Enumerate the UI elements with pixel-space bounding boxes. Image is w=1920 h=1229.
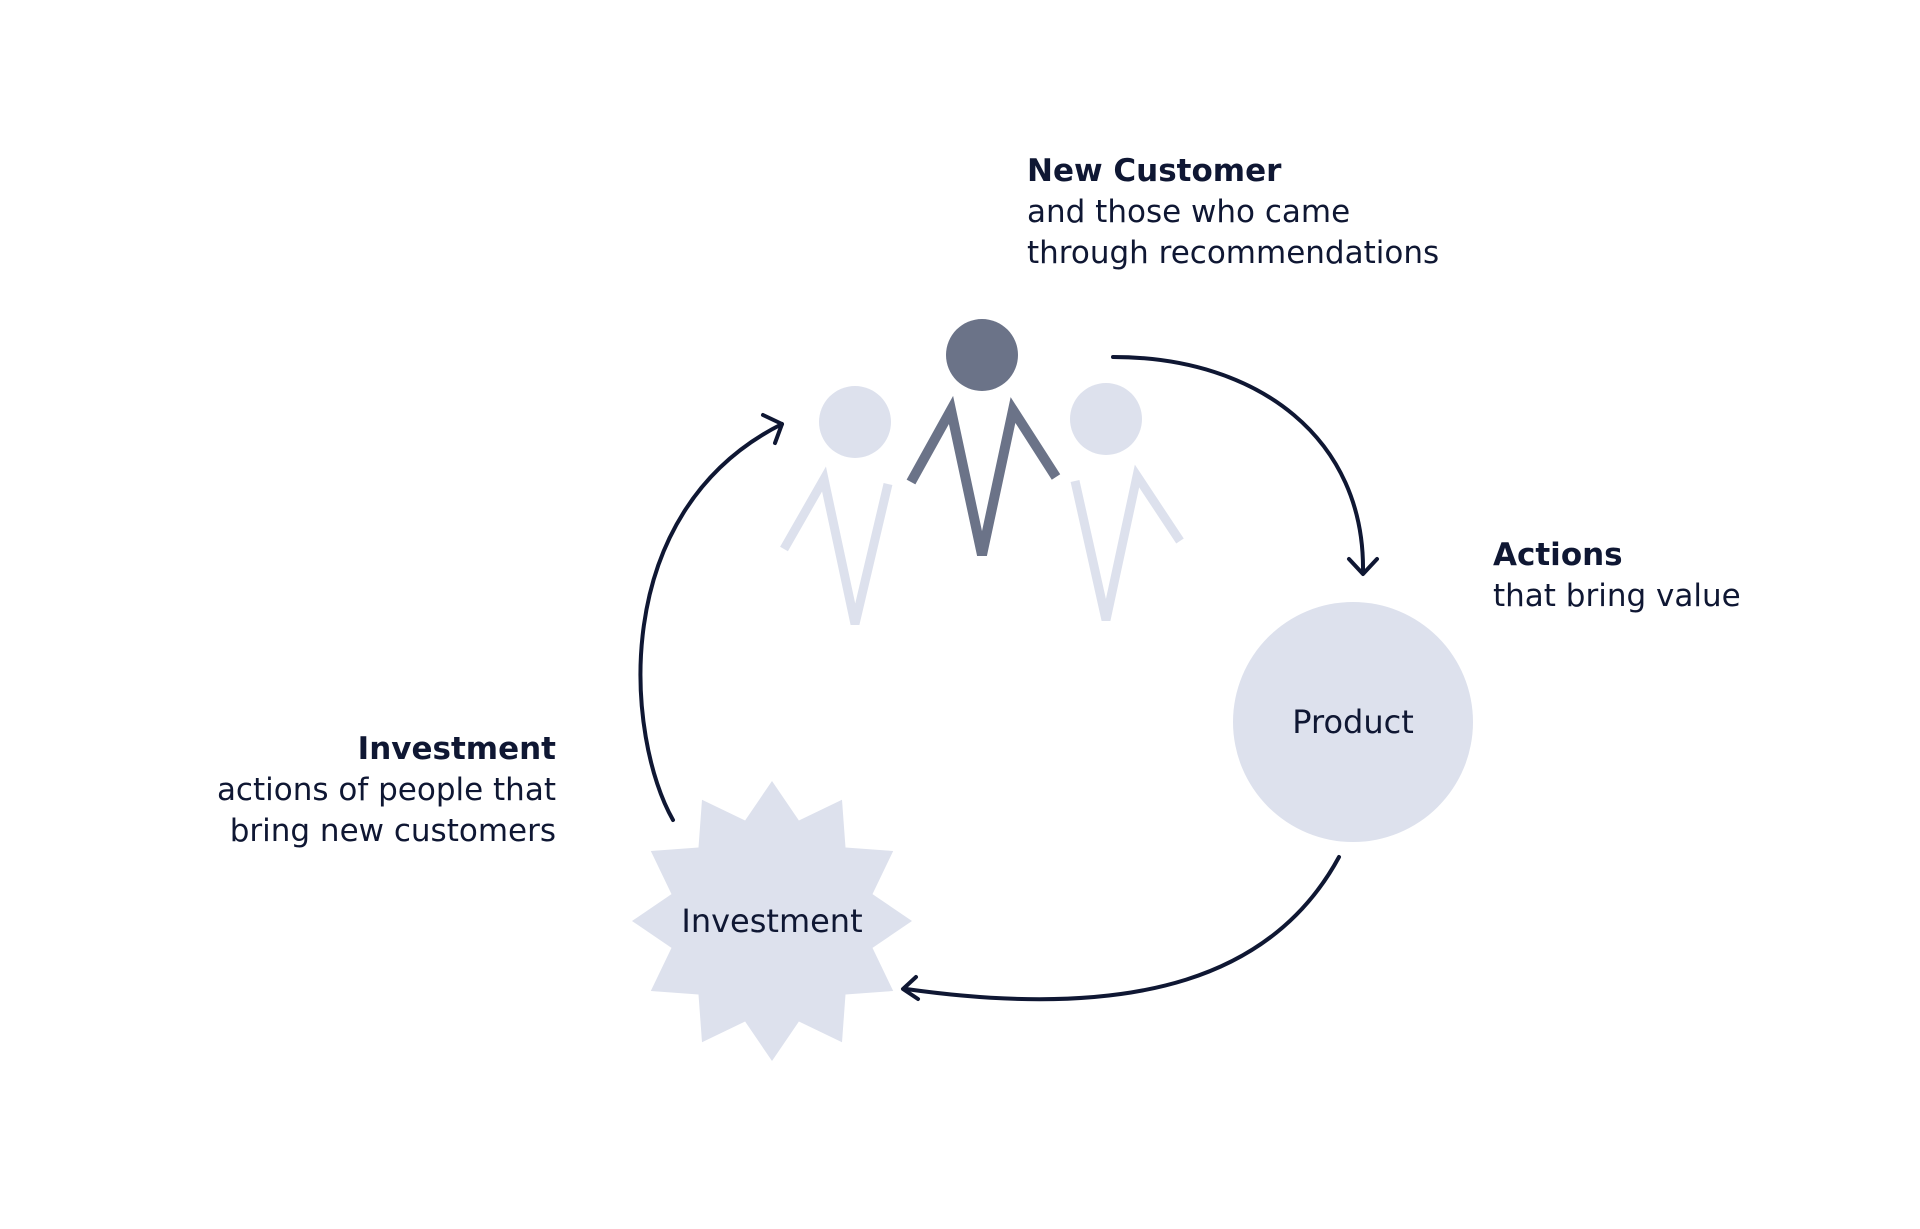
new-customer-line-1: and those who came xyxy=(1027,194,1351,230)
actions-label: Actions that bring value xyxy=(1493,535,1741,617)
arrow-investment-to-customer xyxy=(638,413,784,822)
investment-line-1: actions of people that xyxy=(216,772,556,808)
cycle-arrow-icon xyxy=(638,355,1379,1002)
people-group-icon xyxy=(780,319,1184,626)
product-node-label: Product xyxy=(1292,703,1414,741)
actions-line-1: that bring value xyxy=(1493,578,1741,614)
arrow-customer-to-product xyxy=(1111,355,1379,576)
new-customer-line-2: through recommendations xyxy=(1027,235,1440,271)
arrow-product-to-investment xyxy=(901,855,1341,1002)
person-right-icon xyxy=(1070,383,1184,621)
starburst-shape xyxy=(632,781,912,1061)
investment-title: Investment xyxy=(357,731,556,767)
investment-line-2: bring new customers xyxy=(229,813,556,849)
investment-node: Investment xyxy=(632,781,912,1061)
person-left-icon xyxy=(780,386,893,626)
investment-node-label: Investment xyxy=(681,902,862,940)
new-customer-title: New Customer xyxy=(1027,153,1282,189)
new-customer-label: New Customer and those who came through … xyxy=(1027,151,1439,274)
person-center-icon xyxy=(906,319,1061,557)
actions-title: Actions xyxy=(1493,537,1623,573)
product-node: Product xyxy=(1233,602,1473,842)
investment-label: Investment actions of people that bring … xyxy=(217,729,556,852)
